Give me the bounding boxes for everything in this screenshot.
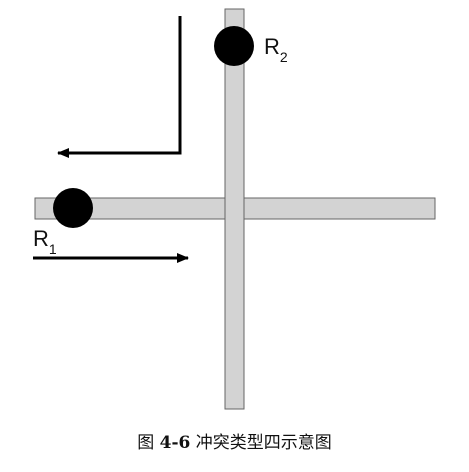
caption-text: 冲突类型四示意图 (195, 433, 332, 453)
robot-r2-label: R2 (264, 34, 288, 65)
figure-caption: 图 4-6 冲突类型四示意图 (0, 428, 469, 453)
caption-figure-number: 4-6 (159, 433, 191, 453)
robot-r2 (214, 26, 254, 66)
intersection (225, 198, 244, 219)
r2-path-arrow (57, 16, 182, 158)
caption-prefix: 图 (137, 433, 155, 453)
robot-r1-label: R1 (33, 226, 57, 257)
robot-r1 (53, 188, 93, 228)
